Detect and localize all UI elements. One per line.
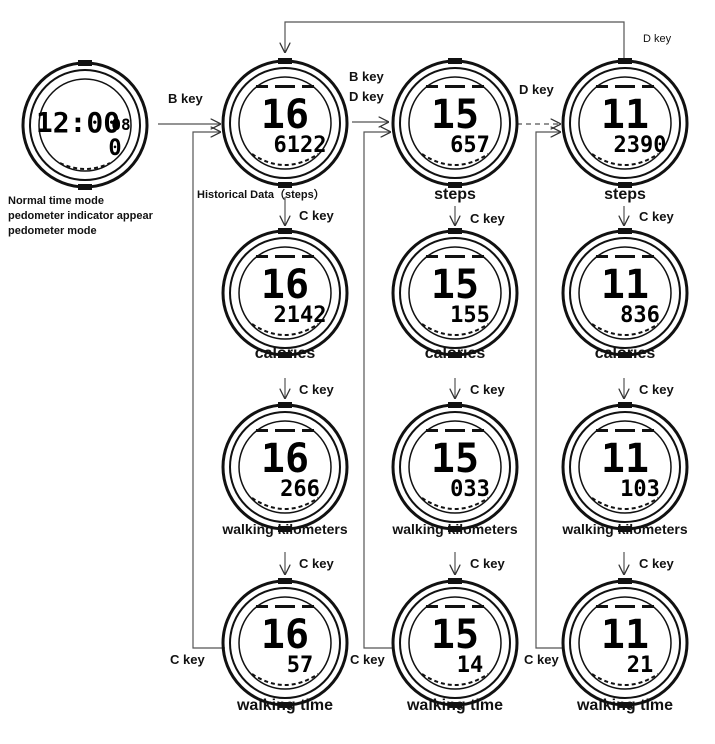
watch-caption: walking time — [236, 697, 334, 714]
c-key-label: C key — [350, 652, 385, 667]
watch-value-text: 2390 — [614, 133, 667, 158]
watch-day-text: 11 — [601, 262, 649, 308]
watch-caption: walking time — [406, 697, 504, 714]
watch-value-text: 14 — [457, 653, 484, 678]
watch-day-text: 11 — [601, 92, 649, 138]
b-key-label-2: B key — [349, 69, 384, 84]
watch-day-text: 15 — [431, 92, 479, 138]
c-key-label: C key — [470, 211, 505, 226]
watch-value-text: 103 — [620, 477, 660, 502]
watch-value-text: 21 — [627, 653, 654, 678]
watch-value-text: 155 — [450, 303, 490, 328]
watch-day-text: 15 — [431, 612, 479, 658]
loop-d-key-top — [285, 21, 625, 58]
c-key-label: C key — [639, 209, 674, 224]
watch-time-mode: 12:00 08 0 — [20, 60, 150, 190]
watch-value-text: 2142 — [274, 303, 327, 328]
mode-note-line-3: pedometer mode — [8, 225, 97, 237]
watch-value-text: 0 — [108, 136, 121, 161]
c-key-label: C key — [470, 556, 505, 571]
watch-day-text: 11 — [601, 436, 649, 482]
watch-day-text: 16 — [261, 436, 309, 482]
watch-value-text: 266 — [280, 477, 320, 502]
loop-c-key-col2 — [363, 132, 392, 649]
c-key-label: C key — [470, 382, 505, 397]
watch-caption: walking time — [576, 697, 674, 714]
watch-value-text: 836 — [620, 303, 660, 328]
loop-c-key-col3 — [535, 132, 562, 649]
c-key-label: C key — [639, 556, 674, 571]
d-key-label-mid: D key — [519, 82, 554, 97]
watch-day-text: 16 — [261, 92, 309, 138]
watch-day-text: 16 — [261, 262, 309, 308]
c-key-label: C key — [524, 652, 559, 667]
watch-day-text: 11 — [601, 612, 649, 658]
mode-note-line-2: pedometer indicator appear — [8, 210, 153, 222]
c-key-label: C key — [299, 556, 334, 571]
watch-value-text: 033 — [450, 477, 490, 502]
b-key-label: B key — [168, 91, 203, 106]
watch-caption: calories — [594, 345, 656, 362]
watch-day-text: 16 — [261, 612, 309, 658]
watch-value-text: 6122 — [274, 133, 327, 158]
historical-data-label: Historical Data（steps） — [197, 189, 325, 201]
watch-day-text: 15 — [431, 436, 479, 482]
watch-caption: walking kilometers — [392, 521, 518, 537]
c-key-label: C key — [639, 382, 674, 397]
d-key-label-2: D key — [349, 89, 384, 104]
mode-note-line-1: Normal time mode — [8, 195, 104, 207]
watch-seconds-text: 08 — [111, 115, 130, 134]
watch-caption: steps — [434, 186, 476, 203]
watch-day-text: 15 — [431, 262, 479, 308]
d-key-label-top: D key — [643, 33, 672, 45]
watch-value-text: 657 — [450, 133, 490, 158]
watch-caption: walking kilometers — [562, 521, 688, 537]
watch-time-text: 12:00 — [36, 106, 120, 139]
watch-caption: calories — [254, 345, 316, 362]
watch-value-text: 57 — [287, 653, 314, 678]
watch-caption: calories — [424, 345, 486, 362]
watch-caption: steps — [604, 186, 646, 203]
c-key-label: C key — [170, 652, 205, 667]
watch-caption: walking kilometers — [222, 521, 348, 537]
c-key-label: C key — [299, 208, 334, 223]
c-key-label: C key — [299, 382, 334, 397]
loop-c-key-col1 — [192, 132, 225, 649]
